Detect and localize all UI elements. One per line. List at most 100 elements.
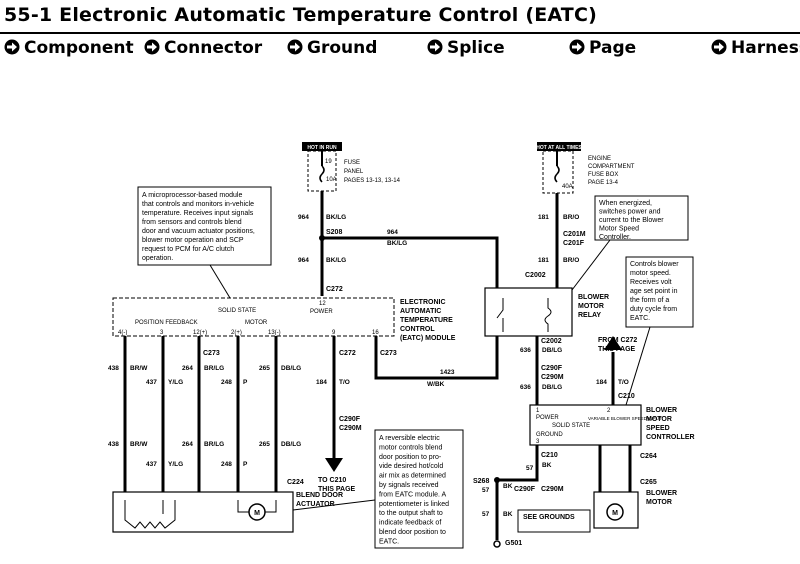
wire-label-color: BR/O bbox=[563, 214, 579, 221]
wiring-diagram: HOT IN RUN HOT AT ALL TIMES 19 10A FUSE … bbox=[108, 142, 695, 549]
arrow-right-icon bbox=[711, 39, 727, 55]
c272-label: C272 bbox=[339, 350, 356, 357]
c273-label: C273 bbox=[203, 350, 220, 357]
hot-at-all-times-bar bbox=[537, 142, 581, 151]
speed-variable: VARIABLE BLOWER SPEED INPUT bbox=[588, 416, 662, 421]
from-c272-label: FROM C272 bbox=[598, 337, 637, 344]
c224-label: C224 bbox=[287, 479, 304, 486]
callout-line bbox=[571, 239, 611, 291]
eatc-pin: 13(-) bbox=[268, 330, 281, 336]
wire-label-num: 181 bbox=[538, 257, 549, 264]
wire-label-num: 248 bbox=[221, 379, 232, 386]
nav-bar: Component Connector Ground Splice Page H… bbox=[0, 38, 800, 64]
nav-page-label: Page bbox=[589, 38, 637, 58]
wire-label-num: 964 bbox=[298, 214, 309, 221]
wire-label-num: 636 bbox=[520, 347, 531, 354]
wire-label-color: BR/W bbox=[130, 365, 148, 372]
wire-label-num: 437 bbox=[146, 379, 157, 386]
note-line: by signals received bbox=[379, 482, 439, 489]
callout-line bbox=[209, 264, 231, 299]
note-line: air mix as determined bbox=[379, 473, 446, 480]
wire-group bbox=[123, 191, 632, 540]
potentiometer-icon bbox=[124, 500, 176, 529]
to-c210-page: THIS PAGE bbox=[318, 486, 356, 493]
wire-label-num: 636 bbox=[520, 384, 531, 391]
note-line: motor controls blend bbox=[379, 444, 443, 451]
nav-harness[interactable]: Harness bbox=[711, 38, 800, 58]
wire-label-num: 438 bbox=[108, 365, 119, 372]
note-line: potentiometer is linked bbox=[379, 501, 449, 508]
nav-connector-label: Connector bbox=[164, 38, 263, 58]
relay-title: MOTOR bbox=[578, 303, 604, 310]
eatc-pin: 16 bbox=[372, 330, 379, 336]
nav-ground[interactable]: Ground bbox=[287, 38, 377, 58]
wire-label-color: BK bbox=[503, 483, 513, 490]
wire-label-color: BR/O bbox=[563, 257, 579, 264]
speed-ground: GROUND bbox=[536, 432, 563, 438]
blower-motor-box bbox=[593, 491, 639, 529]
c273-label: C273 bbox=[380, 350, 397, 357]
hot-in-run-label: HOT IN RUN bbox=[307, 145, 337, 151]
note-line: door and vacuum actuator positions, bbox=[142, 228, 255, 235]
blend-title: ACTUATOR bbox=[296, 501, 335, 508]
arrow-right-icon bbox=[287, 39, 303, 55]
g501-label: G501 bbox=[505, 540, 522, 547]
ground-icon bbox=[493, 540, 501, 548]
speed-pin2: 2 bbox=[607, 408, 611, 414]
wire-label-num: 265 bbox=[259, 441, 270, 448]
see-grounds-title: SEE GROUNDS bbox=[523, 514, 575, 521]
note-line: current to the Blower bbox=[599, 217, 664, 224]
wire-label-color: BR/W bbox=[130, 441, 148, 448]
eatc-title: CONTROL bbox=[400, 326, 435, 333]
eatc-power: POWER bbox=[310, 309, 333, 315]
wire-57 bbox=[495, 445, 539, 540]
note-line: from EATC module. A bbox=[379, 491, 447, 498]
wire-label-color: T/O bbox=[339, 379, 350, 386]
nav-page[interactable]: Page bbox=[569, 38, 636, 58]
wire-label-color: P bbox=[243, 379, 248, 386]
speed-pin1: 1 bbox=[536, 408, 540, 414]
wire-label-color: BR/LG bbox=[204, 441, 224, 448]
nav-harness-label: Harness bbox=[731, 38, 800, 58]
fuse-right-t3: FUSE BOX bbox=[588, 172, 618, 178]
note-line: vide desired hot/cold bbox=[379, 463, 443, 470]
note-line: EATC. bbox=[630, 315, 650, 322]
wire-label-num: 184 bbox=[316, 379, 327, 386]
wire-label-num: 57 bbox=[482, 487, 490, 494]
note-line: When energized, bbox=[599, 200, 652, 207]
c264-label: C264 bbox=[640, 453, 657, 460]
fuse-icon bbox=[319, 165, 325, 183]
eatc-title: AUTOMATIC bbox=[400, 308, 441, 315]
note-line: to the output shaft to bbox=[379, 510, 443, 517]
nav-component[interactable]: Component bbox=[4, 38, 134, 58]
fuse-right-t1: ENGINE bbox=[588, 156, 611, 162]
note-line: the form of a bbox=[630, 297, 669, 304]
wire-label-num: 964 bbox=[298, 257, 309, 264]
fuse-left-text2: PANEL bbox=[344, 169, 364, 175]
blower-relay-box bbox=[484, 287, 573, 337]
wire-label-color: BR/LG bbox=[204, 365, 224, 372]
nav-ground-label: Ground bbox=[307, 38, 378, 58]
speed-title: MOTOR bbox=[646, 416, 672, 423]
nav-splice[interactable]: Splice bbox=[427, 38, 505, 58]
eatc-pin: 3 bbox=[160, 330, 164, 336]
svg-text:M: M bbox=[254, 510, 260, 517]
eatc-position-feedback: POSITION FEEDBACK bbox=[135, 320, 198, 326]
c201f-label: C201F bbox=[563, 240, 585, 247]
s268-label: S268 bbox=[473, 478, 489, 485]
wire-label-color: BK bbox=[503, 511, 513, 518]
speed-power: POWER bbox=[536, 415, 559, 421]
note-line: Receives volt bbox=[630, 279, 672, 286]
fuse-left-num: 19 bbox=[325, 159, 332, 165]
wire-label-color: T/O bbox=[618, 379, 629, 386]
c210-label: C210 bbox=[618, 393, 635, 400]
fuse-right-amp: 40A bbox=[562, 184, 573, 190]
see-grounds-box[interactable] bbox=[517, 509, 591, 533]
note-line: blower motor operation and SCP bbox=[142, 237, 244, 244]
hot-at-all-times-label: HOT AT ALL TIMES bbox=[536, 145, 582, 151]
note-blend bbox=[374, 429, 464, 549]
note-line: blend door position to bbox=[379, 529, 446, 536]
nav-connector[interactable]: Connector bbox=[144, 38, 262, 58]
eatc-title: (EATC) MODULE bbox=[400, 335, 456, 342]
arrow-right-icon bbox=[569, 39, 585, 55]
